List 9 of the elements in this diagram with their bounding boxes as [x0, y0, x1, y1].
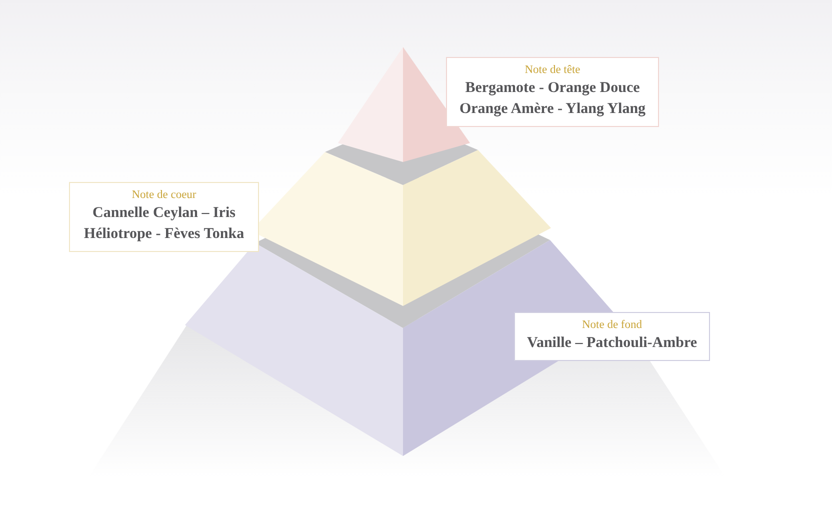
note-card	[69, 182, 259, 252]
tier-heading: Note de coeur	[130, 188, 198, 203]
tier-heading: Note de tête	[524, 63, 582, 78]
note-card	[514, 312, 710, 361]
ingredient-list: Bergamote - Orange Douce Orange Amère - Ylang Ylang	[451, 78, 654, 120]
tier-heading: Note de fond	[580, 318, 644, 333]
ingredient-list: Vanille – Patchouli-Ambre	[519, 333, 705, 354]
note-card	[446, 57, 659, 127]
ingredient-list: Cannelle Ceylan – Iris Héliotrope - Fèves Tonka	[74, 203, 254, 245]
